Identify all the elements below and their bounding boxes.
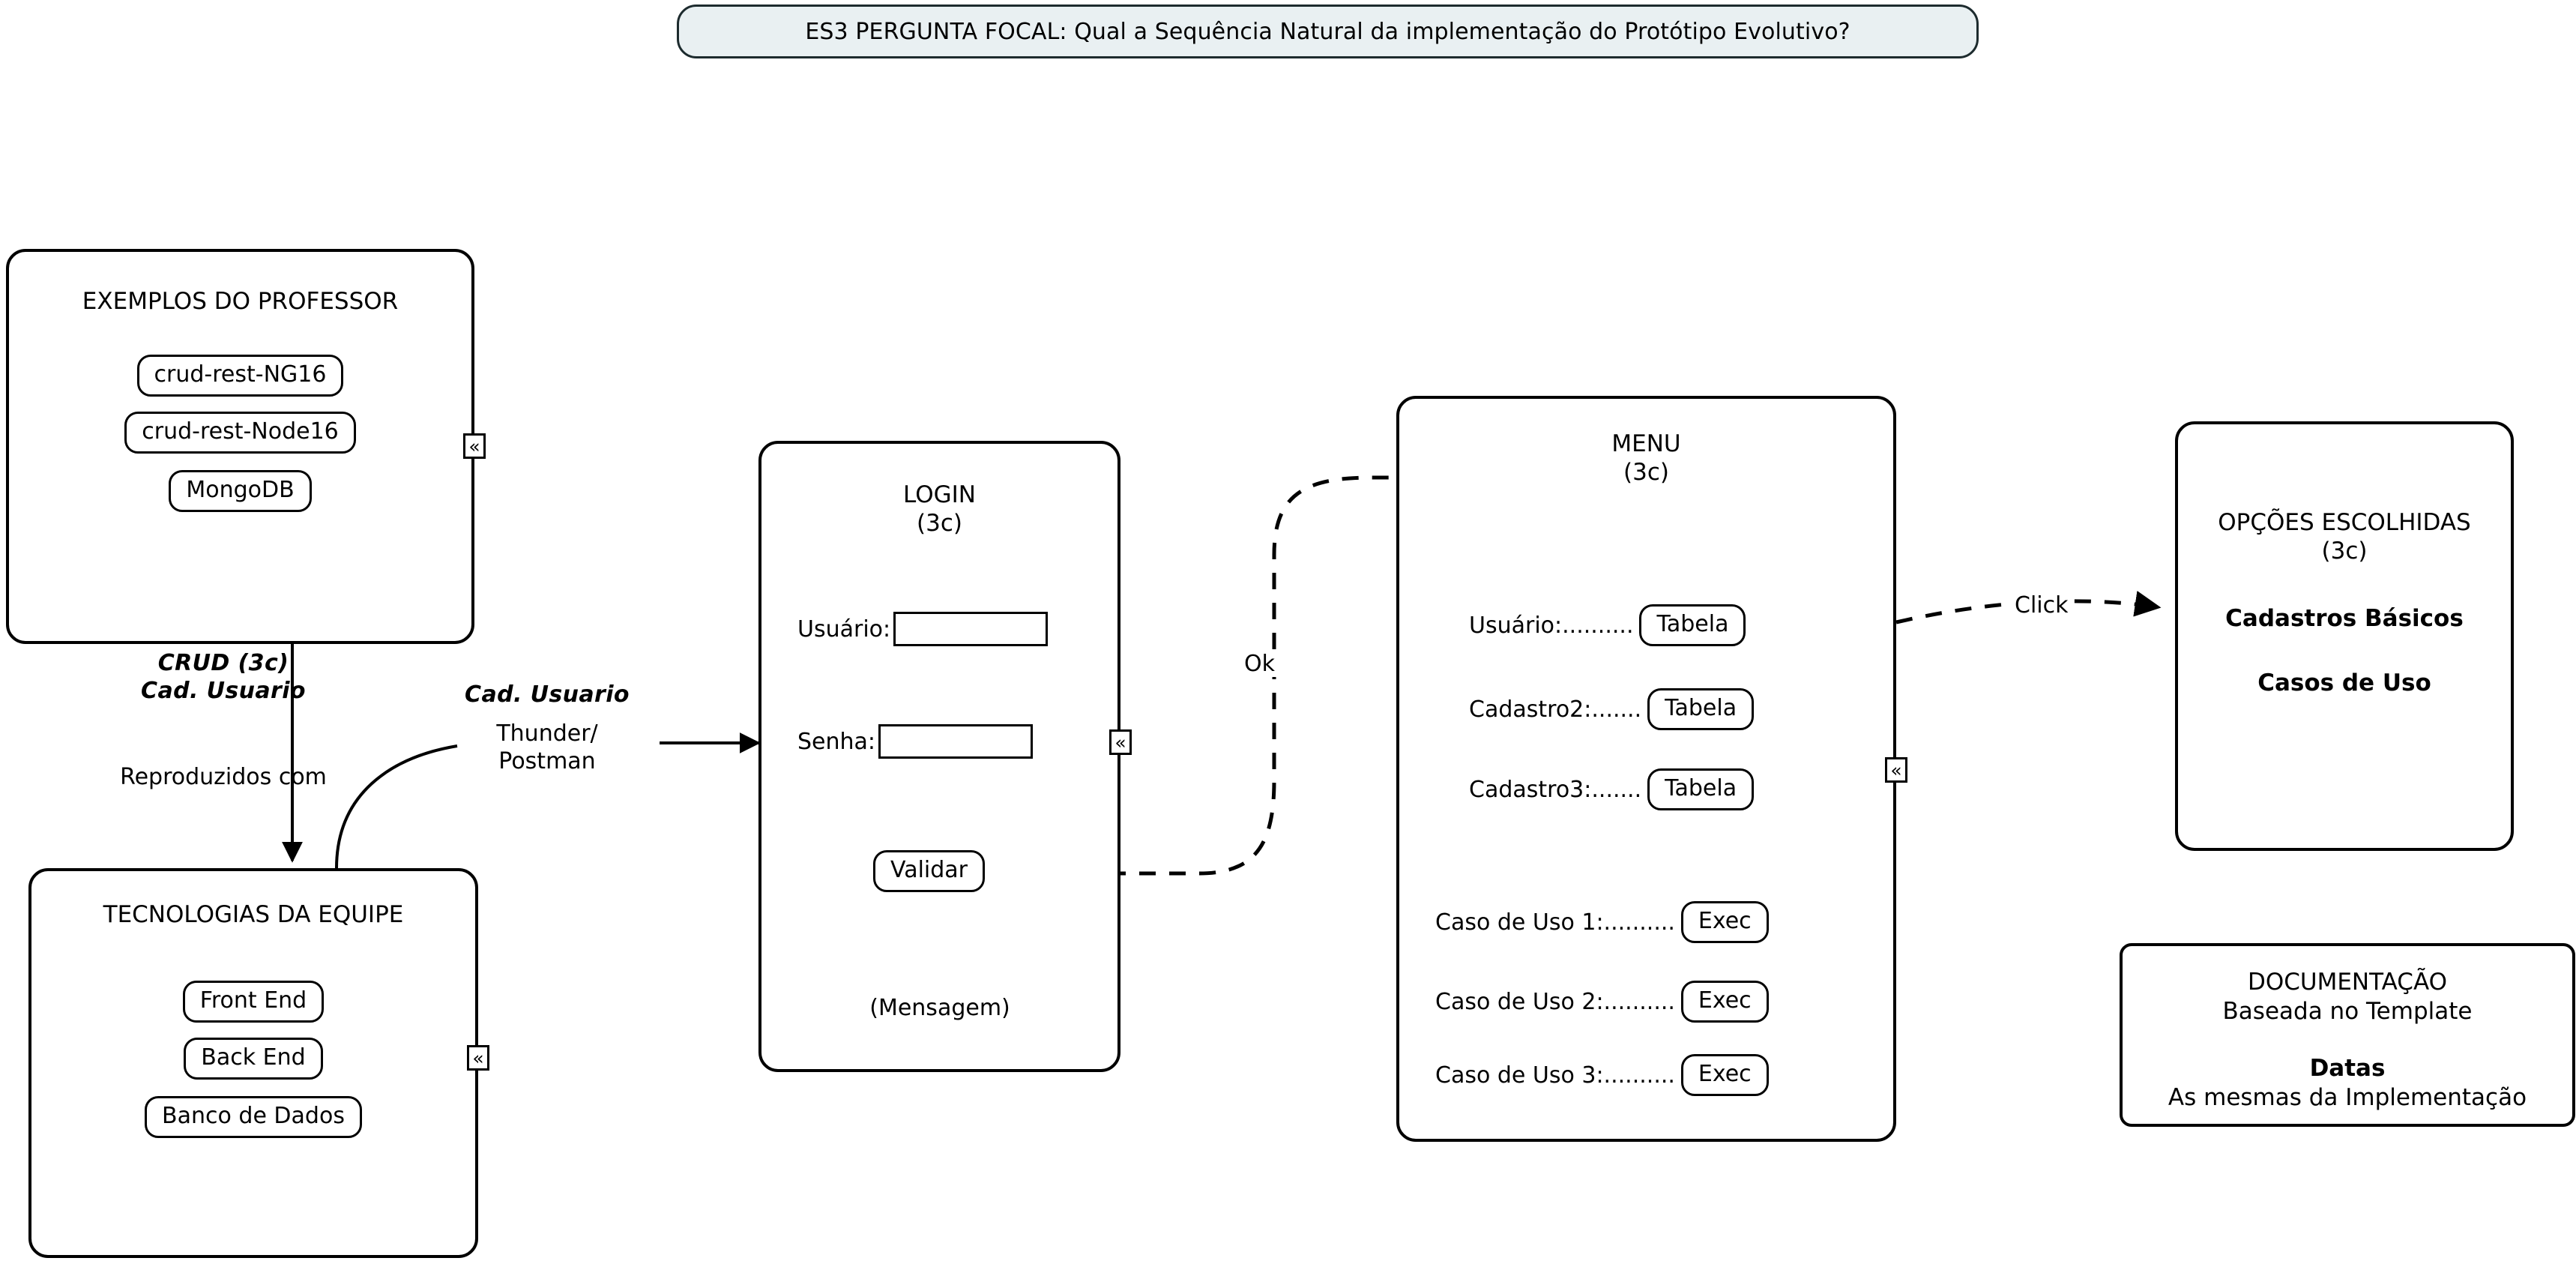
pill-front-end[interactable]: Front End: [182, 980, 325, 1023]
panel-tecnologias-da-equipe: TECNOLOGIAS DA EQUIPE Front End Back End…: [28, 868, 478, 1258]
pill-back-end[interactable]: Back End: [184, 1037, 323, 1080]
panel-title-login: LOGIN (3c): [903, 481, 976, 537]
focal-question-banner: ES3 PERGUNTA FOCAL: Qual a Sequência Nat…: [677, 4, 1979, 58]
documentacao-datas-heading: Datas: [2309, 1055, 2386, 1082]
menu-label-cadastro2: Cadastro2:.......: [1469, 696, 1642, 723]
menu-label-caso-de-uso-3: Caso de Uso 3:..........: [1435, 1062, 1675, 1089]
login-field-row-usuario: Usuário:: [797, 612, 1049, 646]
login-message-placeholder: (Mensagem): [869, 995, 1010, 1021]
annotation-reproduzidos-com: Reproduzidos com: [120, 764, 327, 790]
menu-action-tabela-cadastro3[interactable]: Tabela: [1647, 768, 1755, 810]
menu-row-caso-de-uso-3: Caso de Uso 3:.......... Exec: [1435, 1054, 1769, 1096]
annotation-thunder-postman: Thunder/ Postman: [496, 720, 598, 775]
panel-menu: MENU (3c): [1396, 396, 1896, 1142]
pill-mongodb[interactable]: MongoDB: [169, 469, 312, 512]
opcao-casos-de-uso: Casos de Uso: [2257, 669, 2431, 696]
menu-row-caso-de-uso-2: Caso de Uso 2:.......... Exec: [1435, 981, 1769, 1023]
menu-label-caso-de-uso-1: Caso de Uso 1:..........: [1435, 909, 1675, 936]
menu-label-caso-de-uso-2: Caso de Uso 2:..........: [1435, 988, 1675, 1015]
menu-action-exec-2[interactable]: Exec: [1680, 981, 1769, 1023]
chevron-left-double-icon-tecnologias: «: [467, 1045, 489, 1071]
validar-button[interactable]: Validar: [873, 850, 986, 892]
panel-documentacao: DOCUMENTAÇÃO Baseada no Template Datas A…: [2120, 943, 2575, 1127]
panel-title-opcoes: OPÇÕES ESCOLHIDAS (3c): [2218, 509, 2471, 565]
pill-banco-de-dados[interactable]: Banco de Dados: [145, 1095, 362, 1138]
menu-row-usuario: Usuário:.......... Tabela: [1469, 604, 1746, 646]
menu-action-tabela-cadastro2[interactable]: Tabela: [1647, 688, 1755, 730]
input-senha[interactable]: [878, 724, 1034, 759]
label-senha: Senha:: [797, 728, 876, 755]
panel-title-menu: MENU (3c): [1611, 430, 1681, 486]
panel-exemplos-do-professor: EXEMPLOS DO PROFESSOR crud-rest-NG16 cru…: [6, 249, 474, 644]
opcao-cadastros-basicos: Cadastros Básicos: [2225, 604, 2464, 632]
wire-label-ok: Ok: [1240, 651, 1279, 677]
documentacao-title: DOCUMENTAÇÃO: [2247, 969, 2448, 996]
panel-title-exemplos: EXEMPLOS DO PROFESSOR: [82, 288, 399, 315]
menu-label-usuario: Usuário:..........: [1469, 612, 1634, 639]
wire-label-click: Click: [2011, 592, 2072, 619]
menu-row-cadastro2: Cadastro2:....... Tabela: [1469, 688, 1755, 730]
chevron-left-double-icon-login: «: [1109, 729, 1132, 755]
panel-opcoes-escolhidas: OPÇÕES ESCOLHIDAS (3c) Cadastros Básicos…: [2175, 421, 2514, 851]
validar-button-wrap: Validar: [873, 850, 986, 892]
menu-action-exec-1[interactable]: Exec: [1680, 901, 1769, 943]
pill-crud-rest-node16[interactable]: crud-rest-Node16: [124, 411, 356, 454]
menu-row-caso-de-uso-1: Caso de Uso 1:.......... Exec: [1435, 901, 1769, 943]
chevron-left-double-icon-menu: «: [1885, 757, 1907, 783]
chevron-left-double-icon-exemplos: «: [463, 433, 486, 459]
pill-crud-rest-ng16[interactable]: crud-rest-NG16: [136, 354, 344, 397]
menu-label-cadastro3: Cadastro3:.......: [1469, 776, 1642, 803]
menu-action-exec-3[interactable]: Exec: [1680, 1054, 1769, 1096]
input-usuario[interactable]: [893, 612, 1049, 646]
menu-action-tabela-usuario[interactable]: Tabela: [1639, 604, 1746, 646]
label-usuario: Usuário:: [797, 616, 891, 642]
menu-row-cadastro3: Cadastro3:....... Tabela: [1469, 768, 1755, 810]
login-field-row-senha: Senha:: [797, 724, 1034, 759]
focal-question-text: ES3 PERGUNTA FOCAL: Qual a Sequência Nat…: [805, 18, 1850, 45]
panel-title-tecnologias: TECNOLOGIAS DA EQUIPE: [103, 901, 404, 928]
documentacao-datas-detail: As mesmas da Implementação: [2168, 1084, 2527, 1111]
annotation-crud-cad-usuario: CRUD (3c) Cad. Usuario: [141, 650, 306, 705]
annotation-cad-usuario: Cad. Usuario: [465, 681, 630, 708]
documentacao-subtitle: Baseada no Template: [2222, 998, 2473, 1025]
